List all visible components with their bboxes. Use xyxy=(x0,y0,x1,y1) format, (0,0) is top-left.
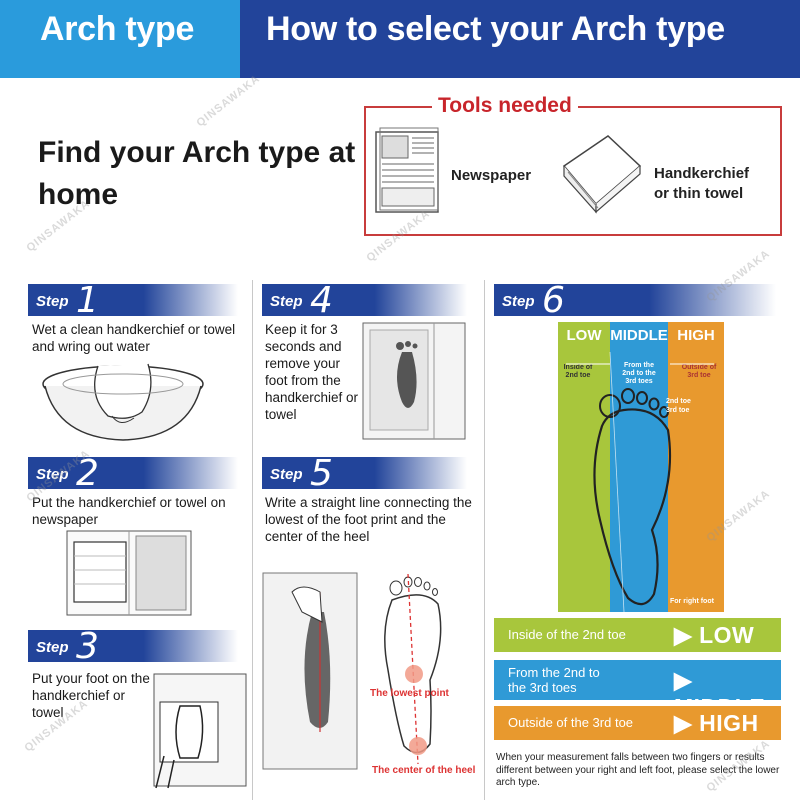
step-number: 6 xyxy=(542,280,565,321)
header-right-title: How to select your Arch type xyxy=(266,10,725,48)
foot-outline-diagram xyxy=(384,573,442,764)
step-5-banner: Step 5 xyxy=(262,453,467,494)
newspaper-towel-illustration xyxy=(66,530,192,616)
step-word: Step xyxy=(270,466,303,483)
step-3-text: Put your foot on the handkerchief or tow… xyxy=(32,671,150,720)
result-desc: Inside of the 2nd toe xyxy=(508,627,626,642)
step-word: Step xyxy=(270,293,303,310)
foot-on-towel-illustration xyxy=(153,673,247,789)
step-5-text: Write a straight line connecting the low… xyxy=(265,495,472,544)
watermark: QINSAWAKA xyxy=(194,72,263,130)
drawing-line-illustration xyxy=(262,572,358,770)
header-left-title: Arch type xyxy=(40,10,195,48)
step-number: 3 xyxy=(76,626,99,667)
result-value-text: LOW xyxy=(699,622,755,648)
header-left-panel: Arch type xyxy=(0,0,240,78)
result-value-text: HIGH xyxy=(699,710,759,736)
toe-label-3rd: 3rd toe xyxy=(666,407,690,414)
result-value: ▶ HIGH xyxy=(674,710,759,736)
step-2-text: Put the handkerchief or towel on newspap… xyxy=(32,495,226,527)
result-desc: Outside of the 3rd toe xyxy=(508,715,634,730)
band-low-note: Inside of 2nd toe xyxy=(563,364,593,379)
step-2-banner: Step 2 xyxy=(28,453,238,494)
band-high: HIGH Outside of 3rd toe xyxy=(668,322,724,612)
step-number: 1 xyxy=(76,280,99,321)
step-number: 5 xyxy=(310,453,333,494)
step-number: 2 xyxy=(76,453,99,494)
band-low-label: LOW xyxy=(566,327,602,344)
step-1-banner: Step 1 xyxy=(28,280,238,321)
tool-label-handkerchief: Handkerchief or thin towel xyxy=(654,165,750,202)
result-value: ▶ LOW xyxy=(674,622,755,648)
tools-title: Tools needed xyxy=(432,94,578,118)
newspaper-icon xyxy=(375,127,439,213)
heel-center-label: The center of the heel xyxy=(372,765,476,776)
step-4-banner: Step 4 xyxy=(262,280,467,321)
column-divider-1 xyxy=(252,280,253,800)
step-6-banner: Step 6 xyxy=(494,280,776,321)
result-row-high: Outside of the 3rd toe ▶ HIGH xyxy=(494,706,781,740)
tool-label-newspaper: Newspaper xyxy=(451,167,532,184)
header-right-panel: How to select your Arch type xyxy=(240,0,800,78)
result-desc: From the 2nd to the 3rd toes xyxy=(508,665,600,695)
band-low: LOW Inside of 2nd toe xyxy=(558,322,610,612)
step-number: 4 xyxy=(310,280,333,321)
band-high-label: HIGH xyxy=(677,327,715,344)
step-word: Step xyxy=(36,639,69,656)
column-divider-2 xyxy=(484,280,485,800)
selection-note: When your measurement falls between two … xyxy=(496,752,780,788)
step-word: Step xyxy=(502,293,535,310)
band-high-note: Outside of 3rd toe xyxy=(681,364,717,379)
band-middle-note: From the 2nd to the 3rd toes xyxy=(622,362,656,385)
step-word: Step xyxy=(36,293,69,310)
handkerchief-icon xyxy=(562,135,642,214)
band-middle-label: MIDDLE xyxy=(610,327,668,344)
step-3-banner: Step 3 xyxy=(28,626,238,667)
basin-illustration xyxy=(42,363,204,441)
step-4-text: Keep it for 3 seconds and remove your fo… xyxy=(265,322,359,422)
toe-label-2nd: 2nd toe xyxy=(666,398,691,405)
step-1-text: Wet a clean handkerchief or towel and wr… xyxy=(32,322,236,354)
foot-arch-diagram xyxy=(566,351,714,612)
result-row-middle: From the 2nd to the 3rd toes ▶ MIDDLE xyxy=(494,660,781,720)
step-word: Step xyxy=(36,466,69,483)
foot-caption: For right foot xyxy=(670,598,714,605)
lowest-point-label: The lowest point xyxy=(370,688,449,699)
find-title: Find your Arch type at home xyxy=(38,136,356,211)
footprint-newspaper-illustration xyxy=(362,322,466,440)
result-row-low: Inside of the 2nd toe ▶ LOW xyxy=(494,618,781,652)
